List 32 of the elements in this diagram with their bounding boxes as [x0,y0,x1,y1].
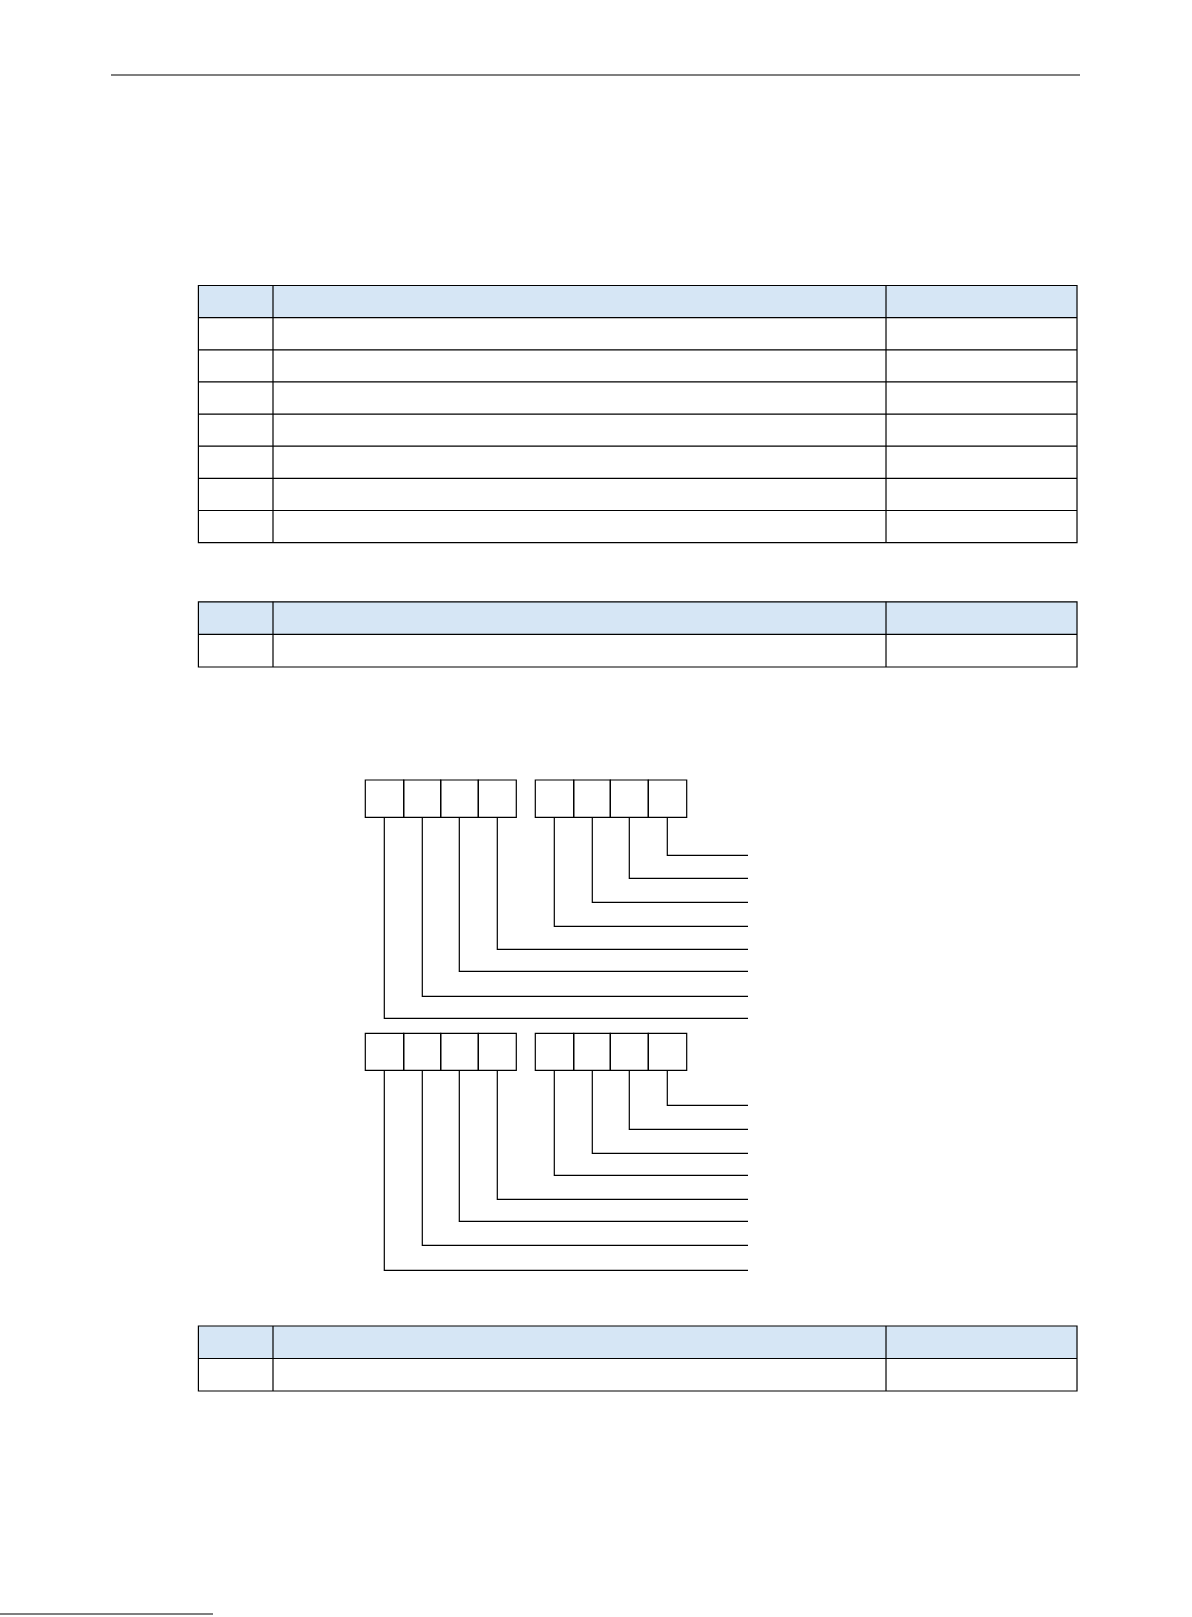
leader-line [421,817,749,997]
bit-cell [364,779,405,818]
leader-line [628,817,749,879]
bit-cell [403,1032,442,1071]
bit-cell [609,779,649,818]
leader-line [666,817,749,856]
leader-line [496,1070,749,1200]
bit-cell [647,1032,688,1071]
leader-line [666,1070,749,1106]
bit-cell [534,1032,575,1071]
leader-line [591,1070,749,1154]
leader-line [553,1070,749,1176]
bit-cell [364,1032,405,1071]
bit-cell [573,1032,611,1071]
bit-cell [609,1032,649,1071]
leader-line [383,1070,749,1271]
bit-cell [440,1032,479,1071]
leader-line [496,817,749,950]
leader-line [591,817,749,903]
bit-cell [403,779,442,818]
bit-cell [477,1032,517,1071]
leader-line [421,1070,749,1246]
leader-line [458,817,749,972]
bit-cell [534,779,575,818]
leader-line [383,817,749,1019]
bit-cell [477,779,517,818]
bit-cell [573,779,611,818]
bit-cell [647,779,688,818]
leader-line [553,817,749,927]
leader-line [458,1070,749,1222]
leader-line [628,1070,749,1130]
bit-cell [440,779,479,818]
